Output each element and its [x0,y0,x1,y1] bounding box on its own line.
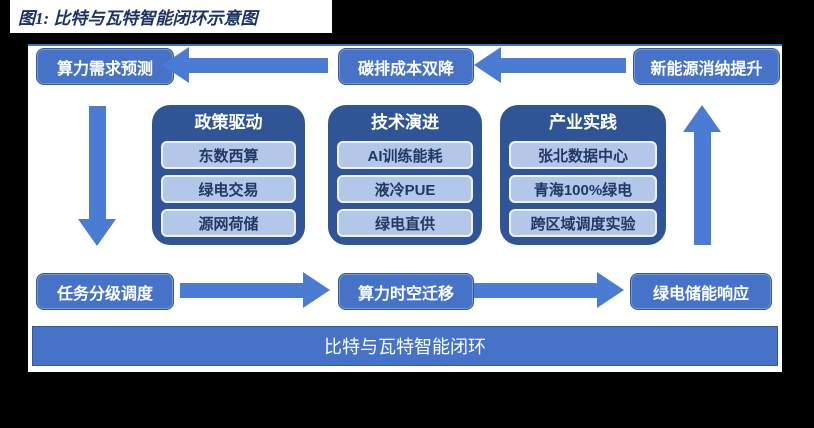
top-node-renewable-absorption: 新能源消纳提升 [633,48,780,85]
pillar-item: 青海100%绿电 [509,175,657,203]
top-node-carbon-cost-reduction: 碳排成本双降 [338,48,474,85]
arrow-right-icon [180,272,330,308]
diagram-panel: 算力需求预测 碳排成本双降 新能源消纳提升 政策驱动 东数西算 绿电交易 源网荷… [28,44,782,372]
footer-bar: 比特与瓦特智能闭环 [32,326,778,366]
bottom-node-compute-spacetime-migration: 算力时空迁移 [338,273,474,310]
arrow-shaft [501,57,626,73]
arrow-left-head [162,47,189,83]
pillar-header: 产业实践 [549,113,617,132]
pillar-card-industry: 产业实践 张北数据中心 青海100%绿电 跨区域调度实验 [500,105,666,245]
arrow-right-head [303,272,330,308]
pillar-item: 绿电直供 [337,209,473,237]
arrow-left-head [474,47,501,83]
pillar-card-policy: 政策驱动 东数西算 绿电交易 源网荷储 [152,105,305,245]
arrow-up-head [683,105,721,132]
pillar-card-technology: 技术演进 AI训练能耗 液冷PUE 绿电直供 [328,105,482,245]
arrow-shaft [474,282,597,298]
pillar-item: 跨区域调度实验 [509,209,657,237]
arrow-shaft [88,106,106,219]
pillar-item: 绿电交易 [161,175,296,203]
arrow-down-head [78,219,116,246]
pillar-item: 东数西算 [161,141,296,169]
pillar-item: 源网荷储 [161,209,296,237]
arrow-down-icon [78,106,116,246]
arrow-left-icon [474,47,626,83]
pillar-item: 张北数据中心 [509,141,657,169]
arrow-shaft [180,282,303,298]
arrow-left-icon [162,47,328,83]
figure-title-strip: 图1: 比特与瓦特智能闭环示意图 [10,0,332,33]
arrow-shaft [693,132,711,245]
pillar-item: AI训练能耗 [337,141,473,169]
pillar-header: 政策驱动 [194,113,263,132]
pillar-item: 液冷PUE [337,175,473,203]
arrow-shaft [189,57,328,73]
bottom-node-task-tiered-scheduling: 任务分级调度 [36,273,174,310]
arrow-up-icon [683,105,721,245]
figure-title: 图1: 比特与瓦特智能闭环示意图 [18,9,258,28]
arrow-right-icon [474,272,624,308]
top-node-compute-demand-forecast: 算力需求预测 [36,48,174,85]
arrow-right-head [597,272,624,308]
bottom-node-green-storage-response: 绿电储能响应 [630,273,772,310]
pillar-header: 技术演进 [371,113,439,132]
